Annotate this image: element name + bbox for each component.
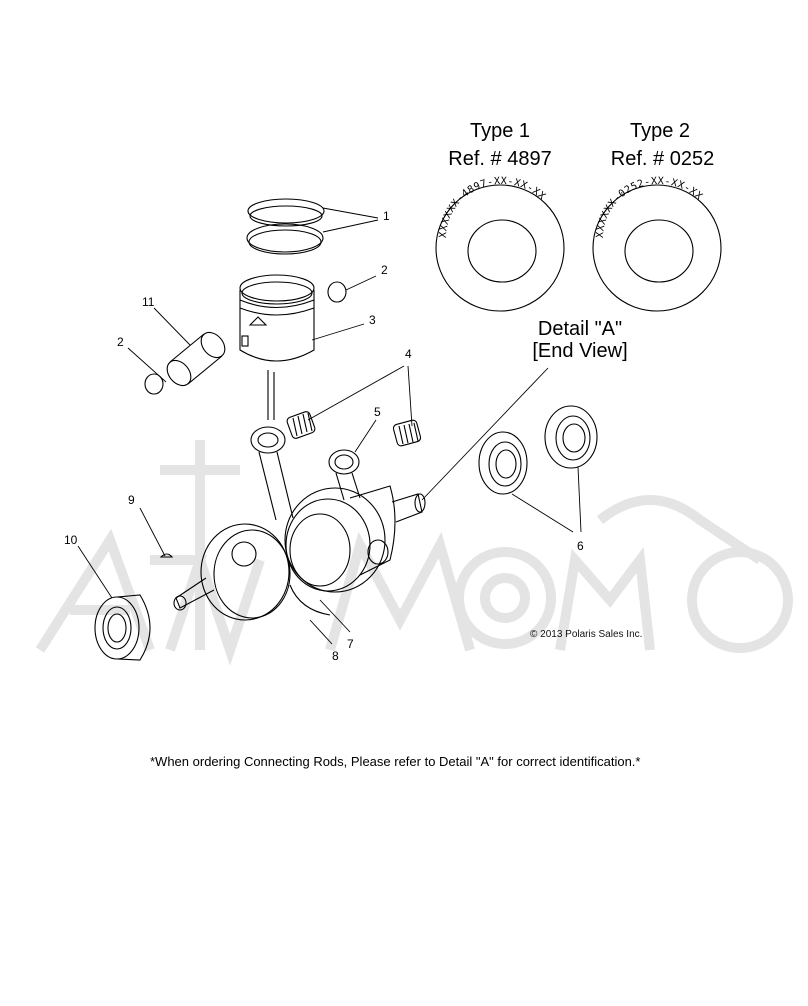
callout-8: 8 <box>332 649 339 663</box>
callout-3: 3 <box>369 313 376 327</box>
leader-lines <box>77 207 582 645</box>
ordering-note: *When ordering Connecting Rods, Please r… <box>150 754 641 769</box>
callout-4: 4 <box>405 347 412 361</box>
circlip-right-icon <box>327 281 347 303</box>
woodruff-key-icon <box>159 553 174 558</box>
circlip-left-icon <box>144 373 164 395</box>
callout-2-circlip-right: 2 <box>381 263 388 277</box>
callout-9: 9 <box>128 493 135 507</box>
callout-1: 1 <box>383 209 390 223</box>
crankshaft-icon <box>173 485 426 621</box>
needle-bearing-left-icon <box>286 411 316 439</box>
crank-seal-rear-icon <box>544 405 598 469</box>
type2-seal-icon <box>592 184 722 312</box>
motorcycle-watermark-icon <box>35 440 793 666</box>
callout-7: 7 <box>347 637 354 651</box>
type1-title: Type 1 <box>469 120 531 142</box>
detail-subtitle: [End View] <box>532 340 628 362</box>
main-bearing-icon <box>94 594 151 661</box>
type2-ref: Ref. # 0252 <box>610 148 715 170</box>
crank-seal-front-icon <box>478 431 528 495</box>
piston-icon <box>239 274 315 420</box>
type1-seal-icon <box>435 184 565 312</box>
wrist-pin-icon <box>166 331 226 387</box>
callout-2-circlip-left: 2 <box>117 335 124 349</box>
needle-bearing-right-icon <box>392 419 422 447</box>
type2-stamp-text: XXXXXX-0252-XX-XX-XX <box>595 176 705 238</box>
connecting-rod-left-icon <box>250 426 294 521</box>
type1-stamp-text: XXXXXX-4897-XX-XX-XX <box>438 176 548 238</box>
type1-ref: Ref. # 4897 <box>448 148 552 170</box>
callout-6: 6 <box>577 539 584 553</box>
piston-rings-icon <box>246 198 325 255</box>
callout-11: 11 <box>142 295 155 309</box>
callout-10: 10 <box>64 533 78 547</box>
callout-5: 5 <box>374 405 381 419</box>
copyright-text: © 2013 Polaris Sales Inc. <box>530 629 643 640</box>
detail-title: Detail "A" <box>537 318 623 340</box>
type2-title: Type 2 <box>629 120 691 142</box>
